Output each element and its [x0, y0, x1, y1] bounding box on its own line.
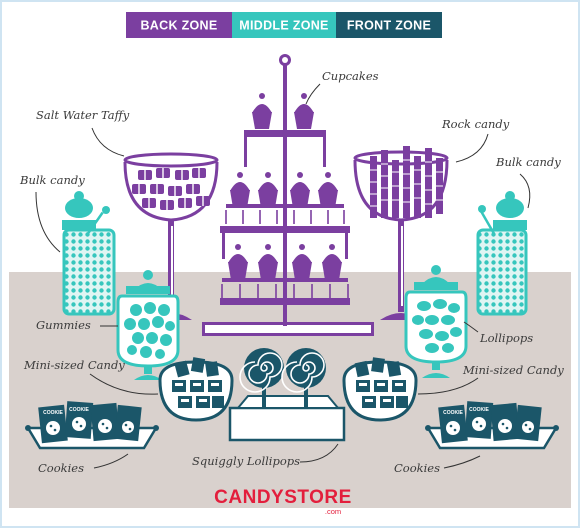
cookie-box-label: COOKIE	[69, 407, 89, 413]
arrow-salt-water-taffy	[91, 127, 125, 157]
label-cupcakes: Cupcakes	[322, 69, 379, 83]
cookie-box-label: COOKIE	[443, 410, 463, 416]
cupcake-tower	[202, 54, 374, 336]
gummies-jar	[116, 270, 180, 380]
bulk-candy-jar-right	[476, 191, 528, 316]
middle-zone-label: MIDDLE ZONE	[239, 18, 328, 32]
brand-name: CANDYSTORE	[214, 487, 352, 508]
front-zone-label: FRONT ZONE	[347, 18, 431, 32]
label-cookies-left: Cookies	[38, 461, 84, 475]
label-squiggly-lollipops: Squiggly Lollipops	[192, 454, 300, 468]
annotation-labels: Cupcakes Salt Water Taffy Rock candy Bul…	[19, 69, 564, 475]
arrow-bulk-candy-right	[519, 173, 531, 209]
arrow-mini-sized-candy-right	[417, 377, 479, 395]
mini-candy-bowl-left	[158, 357, 234, 422]
back-zone-button[interactable]: BACK ZONE	[126, 12, 232, 38]
cookie-box-label: COOKIE	[43, 410, 63, 416]
lollipops-jar	[404, 265, 468, 378]
label-mini-sized-candy-left: Mini-sized Candy	[23, 358, 125, 372]
label-bulk-candy-right: Bulk candy	[495, 155, 561, 169]
cupcake	[252, 93, 272, 129]
arrow-cupcakes	[305, 83, 321, 105]
cookie-box-label: COOKIE	[469, 407, 489, 413]
arrow-cookies-right	[443, 455, 481, 469]
arrow-lollipops	[463, 321, 479, 333]
mini-candy-bowl-right	[342, 357, 418, 422]
back-zone-label: BACK ZONE	[140, 18, 217, 32]
zone-legend: BACK ZONE MIDDLE ZONE FRONT ZONE	[126, 12, 442, 38]
arrow-bulk-candy-left	[35, 191, 61, 253]
arrow-rock-candy	[455, 133, 489, 163]
squiggly-lollipop	[281, 348, 326, 393]
front-zone-button[interactable]: FRONT ZONE	[336, 12, 442, 38]
arrow-cookies-left	[93, 453, 129, 469]
label-salt-water-taffy: Salt Water Taffy	[36, 108, 130, 122]
label-bulk-candy-left: Bulk candy	[19, 173, 85, 187]
label-rock-candy: Rock candy	[441, 117, 510, 131]
cupcake-tier-middle	[220, 172, 350, 233]
bulk-candy-jar-left	[62, 191, 116, 316]
label-lollipops: Lollipops	[479, 331, 533, 345]
label-gummies: Gummies	[36, 318, 91, 332]
squiggly-lollipop-stand	[228, 348, 346, 442]
label-mini-sized-candy-right: Mini-sized Candy	[462, 363, 564, 377]
arrow-mini-sized-candy-left	[89, 373, 159, 395]
cookie-tray-right: COOKIE COOKIE	[425, 401, 559, 450]
brand-logo[interactable]: CANDYSTORE .com	[214, 487, 352, 516]
squiggly-lollipop	[239, 348, 284, 393]
cupcake-tier-bottom	[220, 244, 350, 305]
rock-candy-jar	[353, 146, 449, 320]
brand-suffix: .com	[325, 507, 341, 516]
arrow-squiggly-lollipops	[299, 443, 339, 463]
cupcake-tier-top	[244, 93, 326, 137]
middle-zone-button[interactable]: MIDDLE ZONE	[232, 12, 336, 38]
cookie-tray-left: COOKIE COOKIE	[25, 401, 159, 450]
label-cookies-right: Cookies	[394, 461, 440, 475]
cupcake	[294, 93, 314, 129]
